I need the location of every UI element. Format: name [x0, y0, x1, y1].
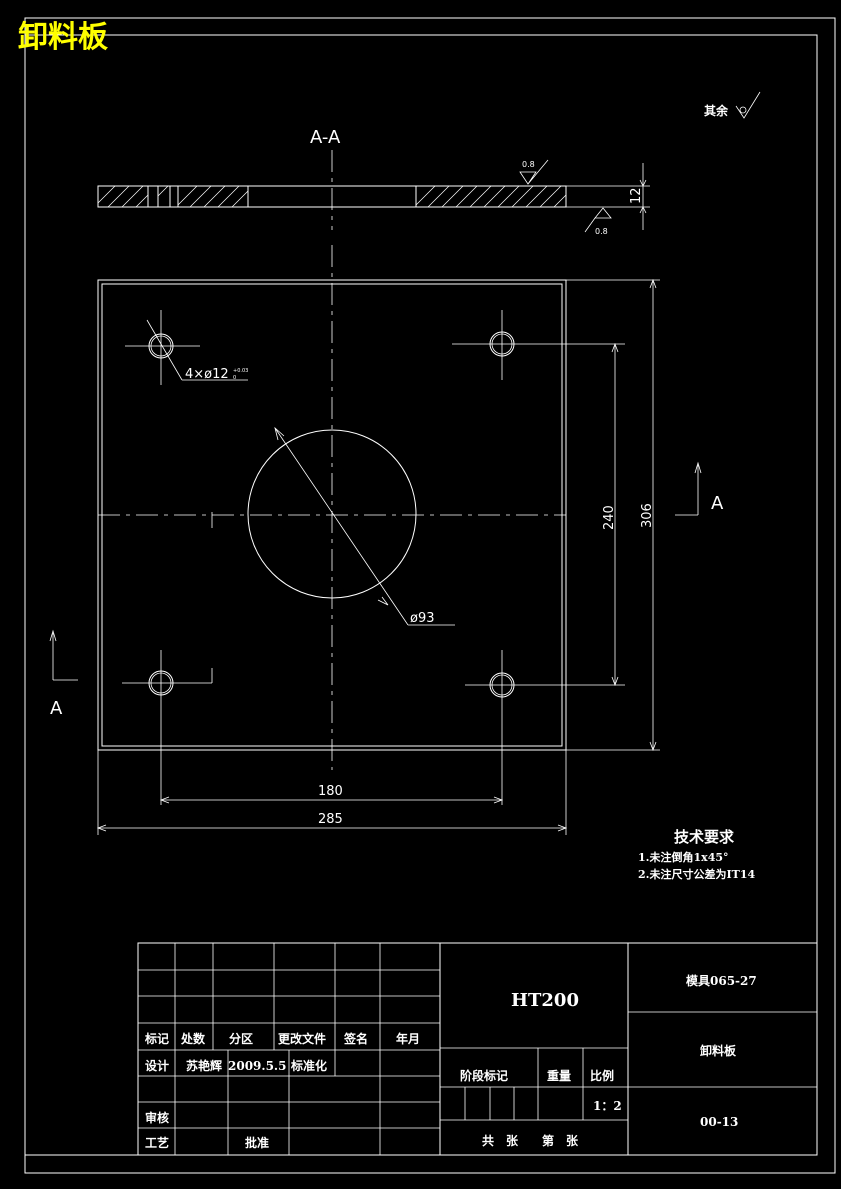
view-mark-right: A [711, 493, 724, 514]
dim-306: 306 [640, 503, 655, 528]
hole-spec: 4×ø12 [185, 367, 229, 382]
view-arrow-left: A [49, 629, 78, 719]
roughness-note: 其余 [704, 91, 761, 119]
hole-tol-lower: 0 [233, 375, 236, 381]
tb-label: 年月 [396, 1031, 420, 1046]
section-view: 0.8 0.8 12 [97, 150, 650, 236]
roughness-note-label: 其余 [704, 103, 729, 118]
thickness-dim: 12 [629, 187, 644, 204]
hole-tol-upper: +0.03 [233, 368, 248, 374]
tb-drawing-no: 00-13 [700, 1115, 738, 1129]
tb-stage-label: 阶段标记 [460, 1068, 508, 1083]
roughness-check-icon [735, 91, 761, 119]
tb-sheets: 共 张 第 张 [482, 1133, 579, 1148]
roughness-bottom-icon [584, 207, 612, 233]
tb-label: 标记 [144, 1031, 169, 1046]
bore-leader [274, 427, 409, 626]
hole-bottom-right [465, 650, 625, 805]
center-bore [247, 429, 417, 599]
section-label: A-A [310, 127, 341, 148]
roughness-top-icon [519, 159, 549, 185]
tb-label: 分区 [229, 1031, 253, 1046]
tb-label: 签名 [343, 1031, 368, 1046]
tb-material: HT200 [511, 990, 579, 1011]
tech-req-item: 1.未注倒角1x45° [638, 850, 729, 864]
tb-standardize-label: 标准化 [290, 1058, 327, 1073]
tech-req-heading: 技术要求 [674, 828, 735, 846]
dim-285: 285 [318, 812, 343, 827]
roughness-circle-icon [739, 106, 747, 114]
tb-mold-no: 模具065-27 [686, 973, 757, 988]
tb-designer: 苏艳辉 [186, 1058, 222, 1073]
tb-approve-label: 批准 [245, 1135, 269, 1150]
tb-review-label: 审核 [145, 1110, 169, 1125]
tb-label: 更改文件 [278, 1031, 326, 1046]
dim-180: 180 [318, 784, 343, 799]
plan-view: 4×ø12 +0.03 0 ø93 240 306 180 285 [49, 245, 724, 835]
tb-process-label: 工艺 [145, 1135, 169, 1150]
bore-dim: ø93 [410, 611, 435, 626]
view-arrow-right: A [675, 461, 724, 516]
drawing-title: 卸料板 [18, 20, 108, 55]
tb-weight-label: 重量 [547, 1068, 571, 1083]
view-mark-left: A [50, 698, 63, 719]
tb-date: 2009.5.5 [228, 1059, 286, 1073]
dim-240: 240 [602, 505, 617, 530]
tb-scale: 1：2 [593, 1099, 622, 1113]
hole-top-right [452, 310, 625, 380]
tb-design-label: 设计 [145, 1058, 169, 1073]
hole-leader [146, 319, 183, 381]
section-hatching [97, 185, 567, 208]
hole-top-left [125, 310, 200, 385]
title-block: 标记 处数 分区 更改文件 签名 年月 设计 苏艳辉 2009.5.5 标准化 … [137, 942, 818, 1156]
tech-req-item: 2.未注尺寸公差为IT14 [638, 867, 755, 881]
tb-scale-label: 比例 [590, 1068, 614, 1083]
tb-label: 处数 [180, 1031, 206, 1046]
tb-part-name: 卸料板 [700, 1043, 737, 1058]
roughness-bottom-value: 0.8 [595, 227, 608, 236]
hole-bottom-left [122, 650, 213, 805]
section-outline [97, 185, 567, 208]
roughness-top-value: 0.8 [522, 160, 535, 169]
tech-requirements: 技术要求 1.未注倒角1x45° 2.未注尺寸公差为IT14 [638, 828, 755, 881]
